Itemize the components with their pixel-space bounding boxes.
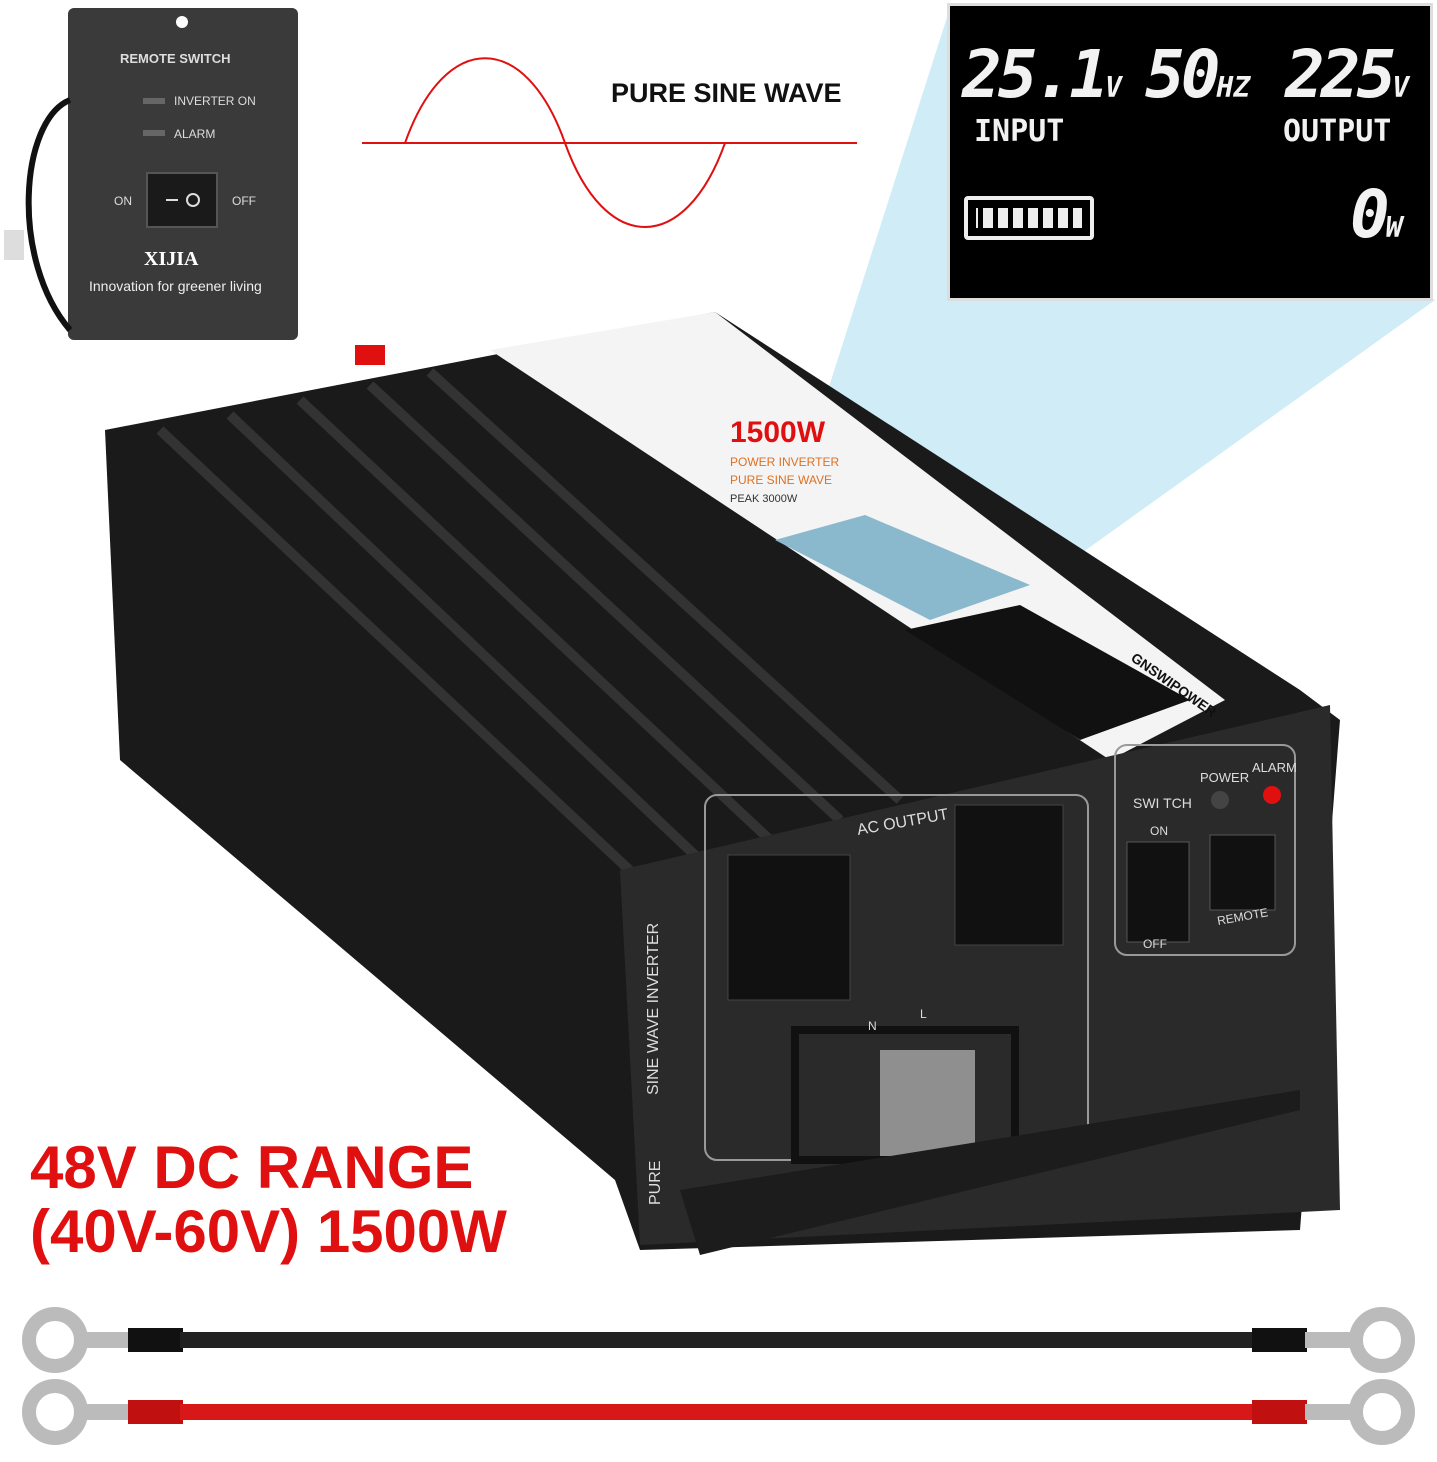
on-label: ON <box>114 194 132 208</box>
alarm-led <box>143 130 165 136</box>
remote-tagline: Innovation for greener living <box>89 278 262 294</box>
terminal-l-label: L <box>920 1007 927 1021</box>
red-cable <box>22 1379 1415 1445</box>
lcd-display-callout: 25.1V 50HZ 225V INPUT OUTPUT 0W <box>947 3 1433 301</box>
terminal-block <box>880 1050 975 1160</box>
sine-wave-graphic <box>362 57 857 228</box>
inverter-on-led <box>143 98 165 104</box>
input-voltage-value: 25.1 <box>962 36 1109 113</box>
battery-icon <box>964 196 1094 240</box>
switch-on-label: ON <box>1150 824 1168 838</box>
output-voltage: 225V <box>1285 36 1409 113</box>
remote-cable <box>4 97 73 332</box>
label-pure-sine: PURE SINE WAVE <box>730 473 832 487</box>
headline-line1: 48V DC RANGE <box>30 1134 474 1201</box>
battery-cables <box>22 1307 1415 1445</box>
switch-off-mark <box>186 193 200 207</box>
switch-off-label: OFF <box>1143 937 1167 951</box>
alarm-led <box>1263 786 1281 804</box>
ac-outlet-1 <box>727 854 851 1001</box>
frequency-unit: HZ <box>1216 71 1251 104</box>
power-switch <box>1126 841 1190 943</box>
label-peak: PEAK 3000W <box>730 493 798 505</box>
switch-on-mark <box>166 199 178 201</box>
output-label: OUTPUT <box>1283 114 1392 149</box>
side-text: SINE WAVE INVERTER <box>645 923 662 1095</box>
output-voltage-unit: V <box>1392 71 1410 104</box>
off-label: OFF <box>232 194 256 208</box>
input-voltage: 25.1V <box>962 36 1122 113</box>
hang-hole <box>176 16 188 28</box>
output-power: 0W <box>1350 176 1403 253</box>
switch-label: SWI TCH <box>1133 795 1192 811</box>
sine-wave-label: PURE SINE WAVE <box>611 78 842 108</box>
power-led <box>1211 791 1229 809</box>
headline-line2: (40V-60V) 1500W <box>30 1198 507 1265</box>
output-power-value: 0 <box>1350 176 1390 253</box>
inverter-on-label: INVERTER ON <box>174 94 256 108</box>
remote-brand: XIJIA <box>144 248 199 270</box>
frequency-value: 50 <box>1145 36 1221 113</box>
remote-title: REMOTE SWITCH <box>120 51 231 66</box>
remote-port <box>1209 834 1276 911</box>
power-rating: 1500W <box>730 416 826 449</box>
side-pure-text: PURE <box>647 1161 664 1205</box>
alarm-led-label: ALARM <box>1252 760 1297 775</box>
black-cable <box>22 1307 1415 1373</box>
frequency: 50HZ <box>1145 36 1250 113</box>
ac-outlet-2 <box>954 804 1064 946</box>
remote-switch: REMOTE SWITCH INVERTER ON ALARM ON OFF X… <box>68 8 298 340</box>
terminal-n-label: N <box>868 1019 877 1033</box>
rocker-switch[interactable] <box>146 172 218 228</box>
input-voltage-unit: V <box>1104 71 1122 104</box>
power-led-label: POWER <box>1200 770 1249 785</box>
output-power-unit: W <box>1385 211 1403 244</box>
alarm-label: ALARM <box>174 127 216 141</box>
output-voltage-value: 225 <box>1285 36 1396 113</box>
input-label: INPUT <box>974 114 1065 149</box>
label-power-inverter: POWER INVERTER <box>730 455 839 469</box>
